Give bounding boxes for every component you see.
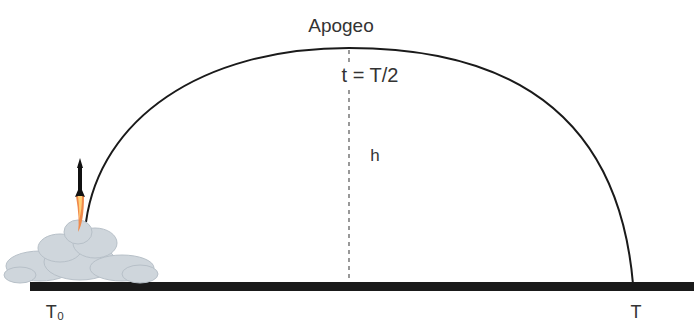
apogee-label: Apogeo: [305, 16, 377, 37]
start-time-label: T₀: [43, 303, 67, 323]
rocket: [75, 158, 85, 197]
height-label: h: [367, 147, 382, 166]
rocket-flame: [76, 196, 84, 232]
end-time-label: T: [628, 303, 645, 323]
time-label: t = T/2: [339, 64, 402, 86]
rocket-flame-core: [78, 196, 82, 220]
trajectory-arc: [86, 48, 633, 284]
ground-bar: [30, 282, 694, 291]
launch-smoke: [4, 220, 158, 283]
